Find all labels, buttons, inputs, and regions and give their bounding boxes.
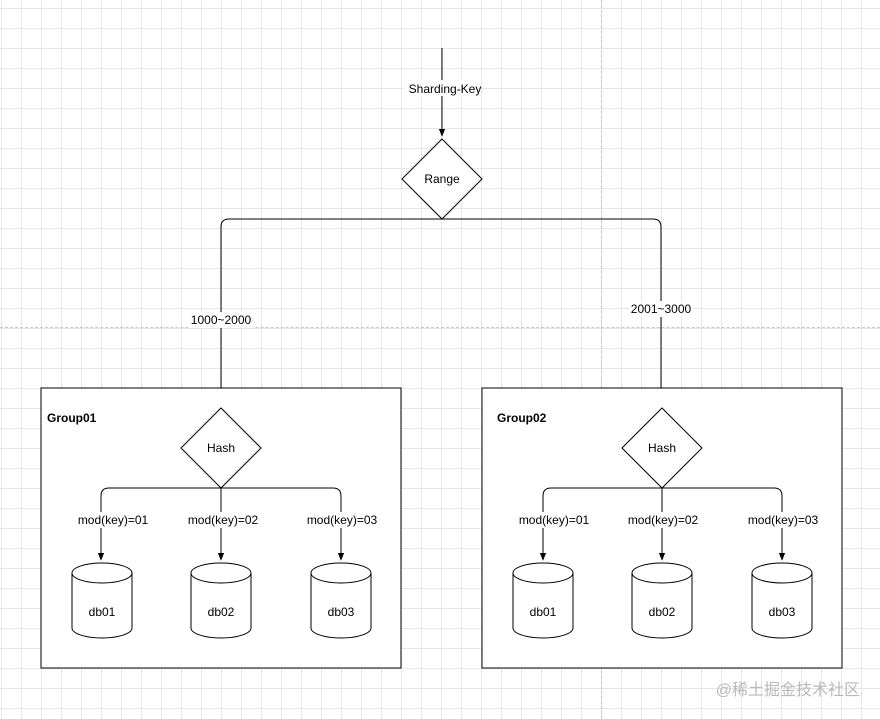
group-02-db02-cylinder[interactable]: db02 xyxy=(631,562,693,639)
group-container: Group01 Hash mod(key)=01 mod(key)=02 mod… xyxy=(40,387,402,669)
group-01-edge-label-02: mod(key)=02 xyxy=(188,513,259,527)
group-02-edge-label-03: mod(key)=03 xyxy=(748,513,819,527)
group-container: Group02 Hash mod(key)=01 mod(key)=02 mod… xyxy=(481,387,843,669)
group-02-edge-label-02: mod(key)=02 xyxy=(628,513,699,527)
group-02-hash-label: Hash xyxy=(648,441,676,455)
range-branch-edge-right[interactable] xyxy=(442,218,665,407)
group-01-db03-label: db03 xyxy=(328,605,355,619)
range-branch-label-bg-right xyxy=(629,301,693,317)
range-branch-edge-left[interactable] xyxy=(217,218,442,407)
sharding-key-label-bg xyxy=(404,80,480,96)
group-01-edge-label-bg-03 xyxy=(304,512,380,528)
group-02-db01-cylinder[interactable]: db01 xyxy=(512,562,574,639)
group-01-db02-cylinder[interactable]: db02 xyxy=(190,562,252,639)
group-02-db03-label: db03 xyxy=(769,605,796,619)
watermark-text: @稀土掘金技术社区 xyxy=(716,681,860,699)
group-01-title: Group01 xyxy=(47,411,97,425)
group-01-db02-label: db02 xyxy=(208,605,235,619)
group-02-edge-label-bg-02 xyxy=(625,512,701,528)
group-01-hash-label: Hash xyxy=(207,441,235,455)
sharding-key-label: Sharding-Key xyxy=(409,82,482,96)
group-02-edge-label-01: mod(key)=01 xyxy=(519,513,590,527)
group-01-edge-db01[interactable] xyxy=(97,487,221,561)
range-branch-label-left: 1000~2000 xyxy=(191,313,252,327)
group-01-db01-cylinder[interactable]: db01 xyxy=(71,562,133,639)
group-02-edge-db01[interactable] xyxy=(539,487,662,561)
group-01-edge-label-bg-01 xyxy=(75,512,151,528)
group-01-db01-label: db01 xyxy=(89,605,116,619)
group-02-edge-label-bg-01 xyxy=(516,512,592,528)
group-01-edge-db03[interactable] xyxy=(221,487,345,561)
group-01-edge-label-bg-02 xyxy=(185,512,261,528)
group-02-title: Group02 xyxy=(497,411,547,425)
range-branch-label-bg-left xyxy=(189,312,253,328)
range-branch-label-right: 2001~3000 xyxy=(631,302,692,316)
group-02-db01-label: db01 xyxy=(530,605,557,619)
group-02-edge-label-bg-03 xyxy=(745,512,821,528)
group-01-db03-cylinder[interactable]: db03 xyxy=(310,562,372,639)
page-break-horizontal xyxy=(0,327,880,328)
group-01-edge-label-01: mod(key)=01 xyxy=(78,513,149,527)
group-01-edge-label-03: mod(key)=03 xyxy=(307,513,378,527)
group-02-db02-label: db02 xyxy=(649,605,676,619)
range-node-label: Range xyxy=(424,172,460,186)
page-break-vertical xyxy=(601,0,602,719)
group-02-db03-cylinder[interactable]: db03 xyxy=(751,562,813,639)
group-02-edge-db03[interactable] xyxy=(662,487,786,561)
